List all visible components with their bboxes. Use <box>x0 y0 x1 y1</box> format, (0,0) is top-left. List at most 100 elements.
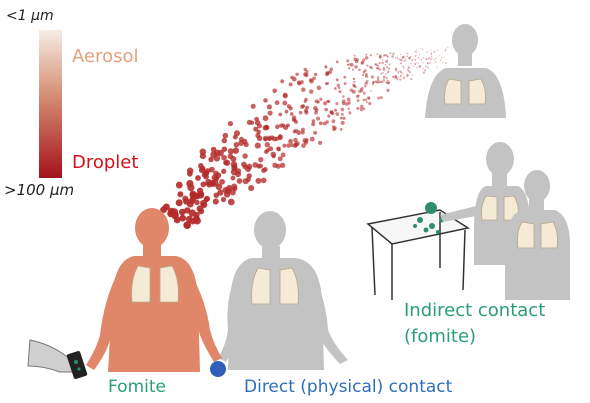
particle <box>397 71 399 73</box>
particle <box>232 186 237 191</box>
particle <box>380 96 383 99</box>
particle <box>445 48 446 49</box>
particle <box>342 99 346 103</box>
particle <box>440 60 441 61</box>
particle <box>269 135 274 140</box>
aerosol-label: Aerosol <box>72 46 138 67</box>
particle <box>410 63 412 65</box>
particle <box>341 108 345 112</box>
particle <box>334 109 337 112</box>
particle <box>275 125 280 130</box>
particle <box>301 131 305 135</box>
particle <box>258 164 263 169</box>
particle <box>353 85 356 88</box>
particle <box>403 55 404 56</box>
particle <box>398 77 399 78</box>
particle <box>400 54 401 55</box>
particle <box>336 61 339 64</box>
particle <box>264 125 269 130</box>
particle <box>400 71 402 73</box>
particle <box>346 59 349 62</box>
particle <box>405 58 406 59</box>
particle <box>381 73 383 75</box>
particle <box>347 98 351 102</box>
particle <box>288 139 293 144</box>
particle <box>383 79 385 81</box>
particle <box>422 62 423 63</box>
particle <box>404 60 406 62</box>
particle <box>234 130 240 136</box>
particle <box>344 82 347 85</box>
particle <box>231 161 238 168</box>
particle <box>263 98 268 103</box>
particle <box>426 51 428 53</box>
particle <box>279 123 283 127</box>
particle <box>435 52 436 53</box>
particle <box>331 119 335 123</box>
particle <box>329 110 333 114</box>
particle <box>418 63 419 64</box>
particle <box>389 52 391 54</box>
particle <box>352 90 356 94</box>
particle <box>282 101 287 106</box>
particle <box>430 57 431 58</box>
particle <box>386 77 388 79</box>
particle <box>201 202 207 208</box>
particle <box>400 75 402 77</box>
particle <box>366 80 369 83</box>
particle <box>318 141 322 145</box>
particle <box>255 120 261 126</box>
particle <box>278 113 282 117</box>
particle <box>304 100 307 103</box>
particle <box>360 89 363 92</box>
virus-icon <box>210 361 226 377</box>
particle <box>204 197 210 203</box>
particle <box>335 102 338 105</box>
particle <box>363 92 366 95</box>
particle <box>290 143 294 147</box>
particle <box>263 136 268 141</box>
particle <box>295 73 298 76</box>
particle <box>364 69 367 72</box>
particle <box>437 67 438 68</box>
particle <box>387 81 390 84</box>
particle <box>335 112 339 116</box>
particle <box>278 134 283 139</box>
particle <box>304 110 308 114</box>
particle <box>294 143 298 147</box>
particle <box>419 66 421 68</box>
particle <box>400 62 402 64</box>
particle <box>397 79 399 81</box>
particle <box>382 59 384 61</box>
particle <box>429 62 431 64</box>
particle <box>441 57 442 58</box>
particle <box>434 59 435 60</box>
particle <box>425 66 426 67</box>
particle <box>214 155 220 161</box>
particle <box>437 50 438 51</box>
direct-contact-label: Direct (physical) contact <box>244 377 452 397</box>
particle <box>386 82 388 84</box>
particle <box>355 60 359 64</box>
particle <box>377 53 379 55</box>
particle <box>333 126 337 130</box>
particle <box>231 176 236 181</box>
particle <box>370 90 372 92</box>
scale-min-label: <1 µm <box>6 8 54 24</box>
particle <box>384 54 386 56</box>
particle <box>228 121 233 126</box>
particle <box>248 185 254 191</box>
particle <box>271 152 277 158</box>
particle <box>302 138 307 143</box>
particle <box>383 67 385 69</box>
particle <box>431 52 432 53</box>
particle <box>379 56 382 59</box>
particle <box>202 172 208 178</box>
particle <box>371 76 374 79</box>
particle <box>430 59 431 60</box>
particle <box>444 50 446 52</box>
particle <box>362 74 364 76</box>
particle <box>387 71 389 73</box>
particle <box>328 70 332 74</box>
particle <box>402 57 404 59</box>
